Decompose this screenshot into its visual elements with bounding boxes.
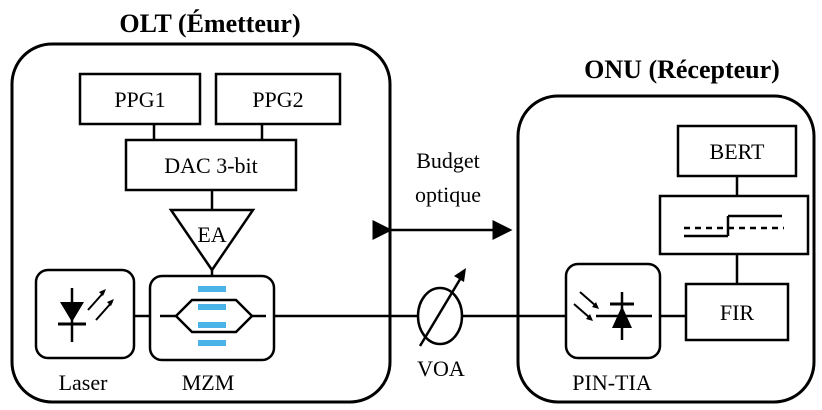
decision-box: [658, 194, 810, 256]
amplifier-triangle-icon: [168, 208, 256, 273]
ea-label: EA: [197, 222, 226, 247]
ppg2-box: [214, 72, 342, 126]
ppg2-label: PPG2: [252, 87, 303, 112]
onu-title: ONU (Récepteur): [584, 55, 780, 84]
voa-label: VOA: [417, 356, 465, 381]
pin-tia-box: [564, 262, 662, 360]
laser-label: Laser: [59, 370, 109, 395]
mzm-modulator-icon: [160, 286, 266, 346]
dac-box: [124, 138, 298, 192]
laser-diode-icon: [58, 288, 114, 342]
dac-label: DAC 3-bit: [164, 153, 258, 178]
mzm-box: [148, 274, 276, 362]
laser-box: [34, 268, 136, 360]
onu-container: [516, 94, 816, 404]
photodiode-icon: [573, 291, 652, 340]
mzm-label: MZM: [182, 370, 235, 395]
pin-tia-label: PIN-TIA: [572, 370, 652, 395]
fir-box: [684, 282, 790, 342]
olt-title: OLT (Émetteur): [119, 9, 300, 38]
budget-label-line2: optique: [415, 182, 481, 207]
ppg1-box: [78, 72, 202, 126]
budget-label-line1: Budget: [416, 148, 480, 173]
decision-threshold-icon: [684, 214, 784, 238]
fir-label: FIR: [720, 300, 755, 325]
bert-label: BERT: [710, 139, 765, 164]
ppg1-label: PPG1: [114, 87, 165, 112]
variable-attenuator-icon: [416, 268, 466, 347]
